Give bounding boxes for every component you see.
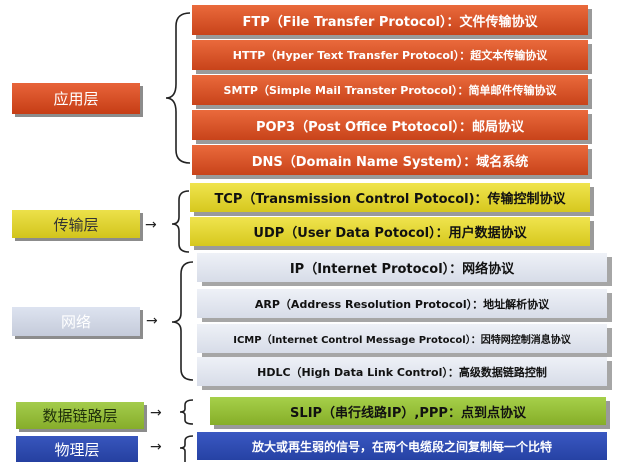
arrow-transport: → [145,217,157,233]
arrow-physical: → [150,439,162,455]
protocol-icmp: ICMP（Internet Control Message Protocol）：… [197,324,607,353]
protocol-http: HTTP（Hyper Text Transfer Protocol）：超文本传输… [192,40,588,70]
arrow-network: → [146,313,158,329]
layer-physical: 物理层 [16,436,138,462]
protocol-smtp: SMTP（Simple Mail Transter Protocol）：简单邮件… [192,75,588,105]
protocol-ftp: FTP（File Transfer Protocol）：文件传输协议 [192,5,588,35]
protocol-tcp: TCP（Transmission Control Potocol)：传输控制协议 [190,183,590,212]
brace-application [165,12,191,164]
protocol-pop3: POP3（Post Office Ptotocol）：邮局协议 [192,110,588,140]
layer-transport: 传输层 [12,210,140,238]
physical-description: 放大或再生弱的信号，在两个电缆段之间复制每一个比特 [197,432,607,460]
brace-datalink [179,399,194,425]
layer-application: 应用层 [12,83,140,114]
brace-physical [179,435,194,462]
protocol-ip: IP（Internet Protocol）：网络协议 [197,253,607,282]
protocol-dns: DNS（Domain Name System）：域名系统 [192,145,588,175]
brace-transport [171,190,190,253]
protocol-arp: ARP（Address Resolution Protocol）：地址解析协议 [197,289,607,318]
brace-network [171,261,194,381]
arrow-datalink: → [150,405,162,421]
protocol-slip-ppp: SLIP（串行线路IP）,PPP：点到点协议 [210,397,606,425]
protocol-udp: UDP（User Data Potocol）：用户数据协议 [190,217,590,246]
protocol-hdlc: HDLC（High Data Link Control）：高级数据链路控制 [197,357,607,386]
layer-network: 网络 [12,307,140,336]
layer-datalink: 数据链路层 [16,402,144,429]
